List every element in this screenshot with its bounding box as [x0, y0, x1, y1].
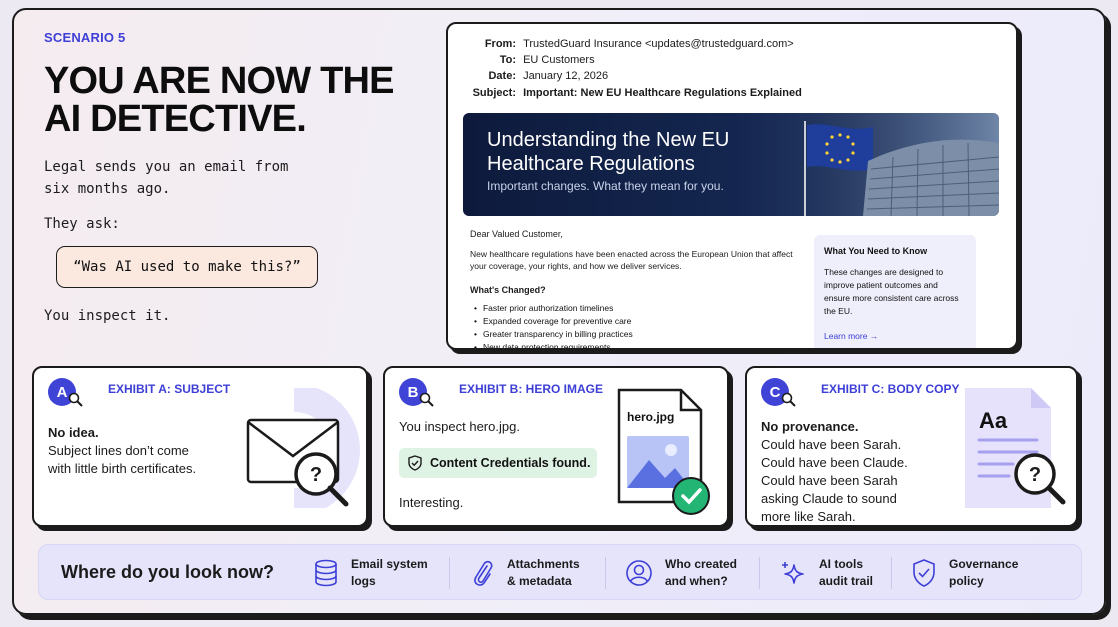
- lookup-label: Governance: [949, 557, 1019, 571]
- where-to-look-title: Where do you look now?: [61, 562, 274, 582]
- hero-subtitle: Important changes. What they mean for yo…: [487, 179, 724, 193]
- eu-building-illustration: [763, 113, 999, 216]
- exhibit-c-text: No provenance. Could have been Sarah. Co…: [761, 418, 908, 525]
- list-item: Faster prior authorization timelines: [474, 302, 633, 315]
- divider: [449, 557, 450, 589]
- content-credentials-badge: Content Credentials found.: [399, 448, 597, 478]
- email-date-row: Date: January 12, 2026: [464, 70, 608, 82]
- hero-file-label: hero.jpg: [627, 410, 675, 424]
- magnifier-icon: [419, 392, 434, 407]
- paperclip-icon: [474, 560, 493, 586]
- exhibit-b-line3: Interesting.: [399, 495, 464, 510]
- database-icon: [315, 559, 337, 587]
- need-to-know-title: What You Need to Know: [824, 246, 928, 256]
- exhibit-a-line3: with little birth certificates.: [48, 461, 197, 476]
- svg-text:?: ?: [1029, 464, 1041, 486]
- shield-check-icon: [408, 455, 422, 471]
- lookup-label: logs: [351, 574, 376, 588]
- need-to-know-body: These changes are designed to improve pa…: [824, 267, 959, 316]
- quote-bubble: “Was AI used to make this?”: [56, 246, 318, 288]
- from-value: TrustedGuard Insurance <updates@trustedg…: [523, 38, 794, 50]
- shield-check-icon: [913, 559, 935, 587]
- changed-title: What's Changed?: [470, 285, 546, 295]
- changes-list: Faster prior authorization timelines Exp…: [474, 302, 633, 348]
- lookup-label: audit trail: [819, 574, 874, 588]
- exhibit-c-card: C EXHIBIT C: BODY COPY No provenance. Co…: [745, 366, 1078, 527]
- lookup-attachments[interactable]: Attachments & metadata: [471, 555, 580, 591]
- exhibit-c-line4: Could have been Sarah: [761, 473, 898, 488]
- lookup-label: policy: [949, 574, 984, 588]
- magnifier-icon: [781, 392, 796, 407]
- ask-text: They ask:: [44, 216, 120, 232]
- intro-text: Legal sends you an email from six months…: [44, 159, 289, 197]
- subject-value: Important: New EU Healthcare Regulations…: [523, 87, 802, 99]
- doc-font-label: Aa: [979, 408, 1008, 433]
- lookup-governance[interactable]: Governance policy: [911, 555, 1018, 591]
- divider: [891, 557, 892, 589]
- inspect-text: You inspect it.: [44, 308, 171, 324]
- magnifier-icon: [68, 392, 83, 407]
- date-label: Date:: [488, 70, 516, 82]
- list-item: Greater transparency in billing practice…: [474, 328, 633, 341]
- need-to-know-box: What You Need to Know These changes are …: [814, 235, 976, 348]
- exhibit-a-text: No idea. Subject lines don’t come with l…: [48, 424, 196, 478]
- exhibit-a-card: A EXHIBIT A: SUBJECT No idea. Subject li…: [32, 366, 368, 527]
- email-greeting: Dear Valued Customer,: [470, 229, 563, 239]
- slide-frame: SCENARIO 5 YOU ARE NOW THE AI DETECTIVE.…: [12, 8, 1106, 615]
- date-value: January 12, 2026: [523, 70, 609, 82]
- exhibit-c-line1: No provenance.: [761, 419, 859, 434]
- email-body: New healthcare regulations have been ena…: [470, 249, 793, 271]
- page-title: YOU ARE NOW THE AI DETECTIVE.: [44, 60, 395, 140]
- exhibit-c-line3: Could have been Claude.: [761, 455, 908, 470]
- email-preview: From: TrustedGuard Insurance <updates@tr…: [446, 22, 1018, 350]
- subject-label: Subject:: [472, 87, 516, 99]
- envelope-magnifier-icon: ?: [246, 388, 360, 508]
- credentials-text: Content Credentials found.: [430, 456, 591, 470]
- to-value: EU Customers: [523, 54, 595, 66]
- learn-more-link[interactable]: Learn more →: [824, 331, 879, 341]
- lookup-label: & metadata: [507, 574, 572, 588]
- lookup-who-created[interactable]: Who created and when?: [625, 555, 737, 591]
- lookup-label: Attachments: [507, 557, 580, 571]
- hero-image: Understanding the New EU Healthcare Regu…: [463, 113, 999, 216]
- user-icon: [626, 560, 652, 586]
- divider: [605, 557, 606, 589]
- exhibit-c-line6: more like Sarah.: [761, 509, 856, 524]
- lookup-email-logs[interactable]: Email system logs: [313, 555, 428, 591]
- email-from-row: From: TrustedGuard Insurance <updates@tr…: [464, 38, 794, 50]
- document-magnifier-icon: ?: [965, 388, 1066, 508]
- exhibit-c-line2: Could have been Sarah.: [761, 437, 902, 452]
- exhibit-c-line5: asking Claude to sound: [761, 491, 897, 506]
- svg-text:?: ?: [310, 464, 322, 486]
- exhibit-a-line1: No idea.: [48, 425, 99, 440]
- lookup-label: and when?: [665, 574, 728, 588]
- hero-title: Understanding the New EU Healthcare Regu…: [487, 129, 730, 175]
- from-label: From:: [484, 38, 516, 50]
- divider: [759, 557, 760, 589]
- to-label: To:: [499, 54, 516, 66]
- image-file-check-icon: [617, 388, 710, 515]
- scenario-label: SCENARIO 5: [44, 30, 126, 45]
- sparkle-icon: [782, 562, 804, 584]
- lookup-ai-audit[interactable]: AI tools audit trail: [779, 555, 873, 591]
- lookup-label: Who created: [665, 557, 738, 571]
- email-to-row: To: EU Customers: [464, 54, 595, 66]
- exhibit-a-line2: Subject lines don’t come: [48, 443, 189, 458]
- exhibit-b-title: EXHIBIT B: HERO IMAGE: [459, 382, 604, 396]
- lookup-label: AI tools: [819, 557, 863, 571]
- exhibit-a-title: EXHIBIT A: SUBJECT: [108, 382, 231, 396]
- exhibit-b-card: B EXHIBIT B: HERO IMAGE You inspect hero…: [383, 366, 729, 527]
- exhibit-c-title: EXHIBIT C: BODY COPY: [821, 382, 960, 396]
- list-item: Expanded coverage for preventive care: [474, 315, 633, 328]
- exhibit-b-line1: You inspect hero.jpg.: [399, 419, 520, 434]
- lookup-label: Email system: [351, 557, 428, 571]
- list-item: New data protection requirements: [474, 341, 633, 348]
- email-subject-row: Subject: Important: New EU Healthcare Re…: [464, 87, 802, 99]
